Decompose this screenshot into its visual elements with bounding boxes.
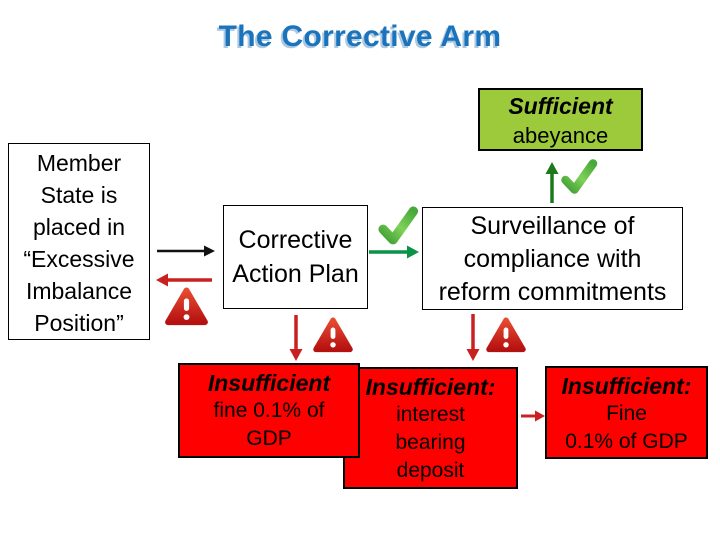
node-text-line: bearing (395, 431, 466, 454)
node-text-line: deposit (396, 459, 465, 482)
node-text-line: Surveillance of (470, 212, 635, 240)
node-insufficient-fine-gdp: Insufficient: Fine 0.1% of GDP (545, 366, 708, 459)
node-member-state: Member State is placed in “Excessive Imb… (8, 143, 150, 340)
node-text-line: “Excessive (23, 246, 135, 272)
arrow-member-to-plan (157, 245, 215, 257)
node-text-line: Imbalance (25, 278, 133, 304)
node-insufficient-fine: Insufficient fine 0.1% of GDP (178, 363, 360, 458)
node-text-line: GDP (246, 427, 292, 450)
node-text-line: Fine (606, 402, 647, 425)
node-text-line: Member (36, 150, 122, 176)
node-text-line: abeyance (512, 123, 609, 148)
node-text-line: placed in (32, 214, 126, 240)
node-sufficient-abeyance: Sufficient abeyance (478, 88, 643, 151)
arrow-deposit-to-fine-right (521, 410, 545, 422)
node-text-line: Action Plan (232, 260, 359, 288)
node-text-line: compliance with (463, 245, 642, 273)
arrow-plan-to-member-red (156, 273, 212, 287)
node-insufficient-deposit: Insufficient: interest bearing deposit (343, 367, 518, 489)
node-text-line: 0.1% of GDP (565, 430, 688, 453)
node-heading: Insufficient: (365, 374, 496, 400)
node-text-line: fine 0.1% of (213, 399, 325, 422)
node-heading: Insufficient: (561, 373, 692, 399)
check-icon (378, 206, 419, 245)
node-surveillance: Surveillance of compliance with reform c… (422, 207, 683, 310)
arrow-surveillance-to-sufficient-up (545, 162, 559, 203)
warning-icon (486, 317, 526, 353)
node-text-line: State is (40, 182, 118, 208)
warning-icon (313, 317, 353, 353)
arrow-surveillance-to-insufficient-down (466, 314, 480, 361)
node-text-line: interest (396, 403, 465, 426)
arrow-plan-to-surveillance-green (369, 245, 419, 259)
slide-title: The Corrective Arm (218, 20, 502, 53)
node-text-line: reform commitments (438, 278, 667, 306)
check-icon (561, 159, 598, 194)
warning-icon (165, 287, 208, 326)
node-heading: Sufficient (508, 93, 613, 119)
node-text-line: Corrective (238, 226, 353, 254)
arrow-plan-to-insufficient-down (289, 315, 303, 361)
node-corrective-action-plan: Corrective Action Plan (223, 205, 368, 309)
node-text-line: Position” (34, 310, 124, 336)
node-heading: Insufficient (207, 370, 331, 396)
